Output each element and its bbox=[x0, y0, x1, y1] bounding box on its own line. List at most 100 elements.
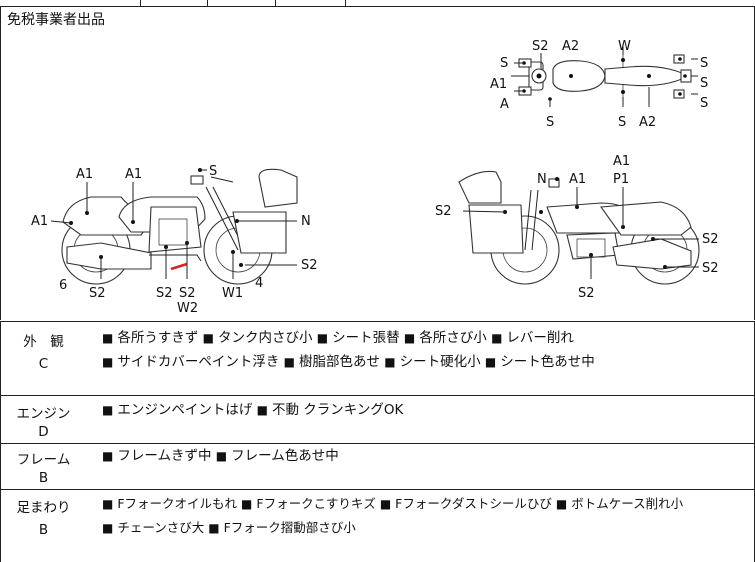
category-name: フレーム bbox=[16, 452, 71, 468]
bullet-square-icon: ■ bbox=[102, 403, 114, 417]
condition-notes: ■各所うすきず ■タンク内さび小 ■シート張替 ■各所さび小 ■レバー削れ ■サ… bbox=[102, 326, 748, 374]
damage-diagram-panel: 免税事業者出品 bbox=[0, 7, 755, 320]
note-item: Fフォークダストシールひび bbox=[395, 496, 552, 511]
top-label-s-right-2: S bbox=[700, 76, 708, 91]
note-item: 各所うすきず bbox=[117, 330, 199, 346]
note-item: エンジンペイントはげ bbox=[117, 402, 253, 418]
note-item: レバー削れ bbox=[506, 330, 574, 346]
motorcycle-diagram: S2 A2 W S A1 A S S S S S A2 bbox=[31, 39, 719, 316]
top-label-a2: A2 bbox=[562, 39, 579, 54]
right-label-a1-tank: A1 bbox=[569, 172, 586, 187]
bullet-square-icon: ■ bbox=[102, 449, 114, 463]
bullet-square-icon: ■ bbox=[555, 497, 568, 511]
right-side-motorcycle bbox=[458, 170, 700, 285]
top-table-edge bbox=[0, 0, 755, 7]
bullet-square-icon: ■ bbox=[102, 331, 114, 345]
note-item: ボトムケース削れ小 bbox=[571, 496, 684, 511]
note-item: 樹脂部色あせ bbox=[298, 354, 380, 370]
right-label-n: N bbox=[537, 172, 547, 187]
left-label-s-mirror: S bbox=[209, 164, 217, 179]
category-grade: B bbox=[38, 470, 49, 486]
bullet-square-icon: ■ bbox=[379, 497, 392, 511]
bullet-square-icon: ■ bbox=[102, 355, 114, 369]
top-label-s2: S2 bbox=[532, 39, 549, 54]
bullet-square-icon: ■ bbox=[256, 403, 268, 417]
bullet-square-icon: ■ bbox=[241, 497, 253, 511]
left-label-n: N bbox=[301, 214, 311, 229]
left-label-a1-side: A1 bbox=[31, 214, 48, 229]
top-label-a: A bbox=[500, 97, 509, 112]
right-label-a1-top: A1 bbox=[613, 154, 630, 169]
condition-notes: ■エンジンペイントはげ ■不動 クランキングOK bbox=[102, 398, 748, 422]
note-item: フレーム色あせ中 bbox=[231, 448, 339, 464]
bullet-square-icon: ■ bbox=[484, 355, 497, 369]
left-label-s2-engine-1: S2 bbox=[156, 286, 173, 301]
category-name: 足まわり bbox=[16, 500, 71, 516]
left-label-a1-tank-rear: A1 bbox=[76, 167, 93, 182]
right-label-s2-bottom: S2 bbox=[578, 286, 595, 301]
left-label-w2: W2 bbox=[177, 301, 198, 316]
condition-table: 外 観 C ■各所うすきず ■タンク内さび小 ■シート張替 ■各所さび小 ■レバ… bbox=[0, 321, 755, 562]
top-label-s-bottom-left: S bbox=[546, 115, 554, 130]
category-grade: B bbox=[38, 522, 49, 538]
top-view-motorcycle bbox=[511, 44, 698, 107]
bullet-square-icon: ■ bbox=[208, 521, 220, 535]
bullet-square-icon: ■ bbox=[215, 449, 228, 463]
left-label-s2-rear: S2 bbox=[89, 286, 106, 301]
category-cell: エンジン D bbox=[1, 402, 86, 440]
left-label-a1-tank: A1 bbox=[125, 167, 142, 182]
category-name: エンジン bbox=[16, 406, 71, 422]
left-label-s2-front: S2 bbox=[301, 258, 318, 273]
note-item: シート硬化小 bbox=[399, 354, 481, 370]
note-item: シート張替 bbox=[332, 330, 400, 346]
top-label-s-bottom-right: S bbox=[618, 115, 626, 130]
note-item: Fフォークこすりキズ bbox=[256, 496, 376, 511]
bullet-square-icon: ■ bbox=[102, 521, 114, 535]
note-item: チェーンさび大 bbox=[117, 520, 205, 535]
category-grade: D bbox=[38, 424, 49, 440]
condition-notes: ■Fフォークオイルもれ ■Fフォークこすりキズ ■Fフォークダストシールひび ■… bbox=[102, 492, 748, 540]
condition-row-frame: フレーム B ■フレームきず中 ■フレーム色あせ中 bbox=[0, 443, 755, 490]
bullet-square-icon: ■ bbox=[384, 355, 396, 369]
category-grade: C bbox=[38, 356, 49, 372]
top-label-w: W bbox=[618, 39, 631, 54]
top-label-a1: A1 bbox=[490, 77, 507, 92]
bullet-square-icon: ■ bbox=[202, 331, 214, 345]
bullet-square-icon: ■ bbox=[403, 331, 416, 345]
left-side-motorcycle bbox=[50, 168, 298, 285]
note-item: タンク内さび小 bbox=[217, 330, 313, 346]
top-label-s-right-3: S bbox=[700, 96, 708, 111]
condition-row-exterior: 外 観 C ■各所うすきず ■タンク内さび小 ■シート張替 ■各所さび小 ■レバ… bbox=[0, 321, 755, 396]
note-item: Fフォークオイルもれ bbox=[117, 496, 238, 511]
left-label-4: 4 bbox=[255, 276, 263, 291]
bullet-square-icon: ■ bbox=[102, 497, 114, 511]
left-label-s2-engine-2: S2 bbox=[179, 286, 196, 301]
right-label-s2-right-1: S2 bbox=[702, 232, 719, 247]
category-cell: 足まわり B bbox=[1, 496, 86, 538]
condition-notes: ■フレームきず中 ■フレーム色あせ中 bbox=[102, 444, 748, 468]
bullet-square-icon: ■ bbox=[491, 331, 503, 345]
right-label-p1: P1 bbox=[613, 172, 629, 187]
top-label-s-left-upper: S bbox=[500, 56, 508, 71]
category-cell: 外 観 C bbox=[1, 330, 86, 372]
right-label-s2-left: S2 bbox=[435, 204, 452, 219]
category-name: 外 観 bbox=[23, 334, 64, 350]
left-label-w1: W1 bbox=[222, 286, 243, 301]
bullet-square-icon: ■ bbox=[316, 331, 329, 345]
note-item: 各所さび小 bbox=[419, 330, 487, 346]
bullet-square-icon: ■ bbox=[283, 355, 295, 369]
tax-exempt-label: 免税事業者出品 bbox=[7, 12, 105, 28]
right-label-s2-right-2: S2 bbox=[702, 261, 719, 276]
note-item: Fフォーク摺動部さび小 bbox=[223, 520, 356, 535]
top-label-a2-bottom: A2 bbox=[639, 115, 656, 130]
note-item: シート色あせ中 bbox=[500, 354, 595, 370]
top-label-s-right-1: S bbox=[700, 56, 708, 71]
condition-row-engine: エンジン D ■エンジンペイントはげ ■不動 クランキングOK bbox=[0, 395, 755, 444]
note-item: 不動 クランキングOK bbox=[271, 402, 404, 418]
left-label-6: 6 bbox=[59, 278, 67, 293]
category-cell: フレーム B bbox=[1, 448, 86, 486]
condition-row-suspension: 足まわり B ■Fフォークオイルもれ ■Fフォークこすりキズ ■Fフォークダスト… bbox=[0, 489, 755, 562]
note-item: フレームきず中 bbox=[117, 448, 212, 464]
note-item: サイドカバーペイント浮き bbox=[117, 354, 280, 370]
